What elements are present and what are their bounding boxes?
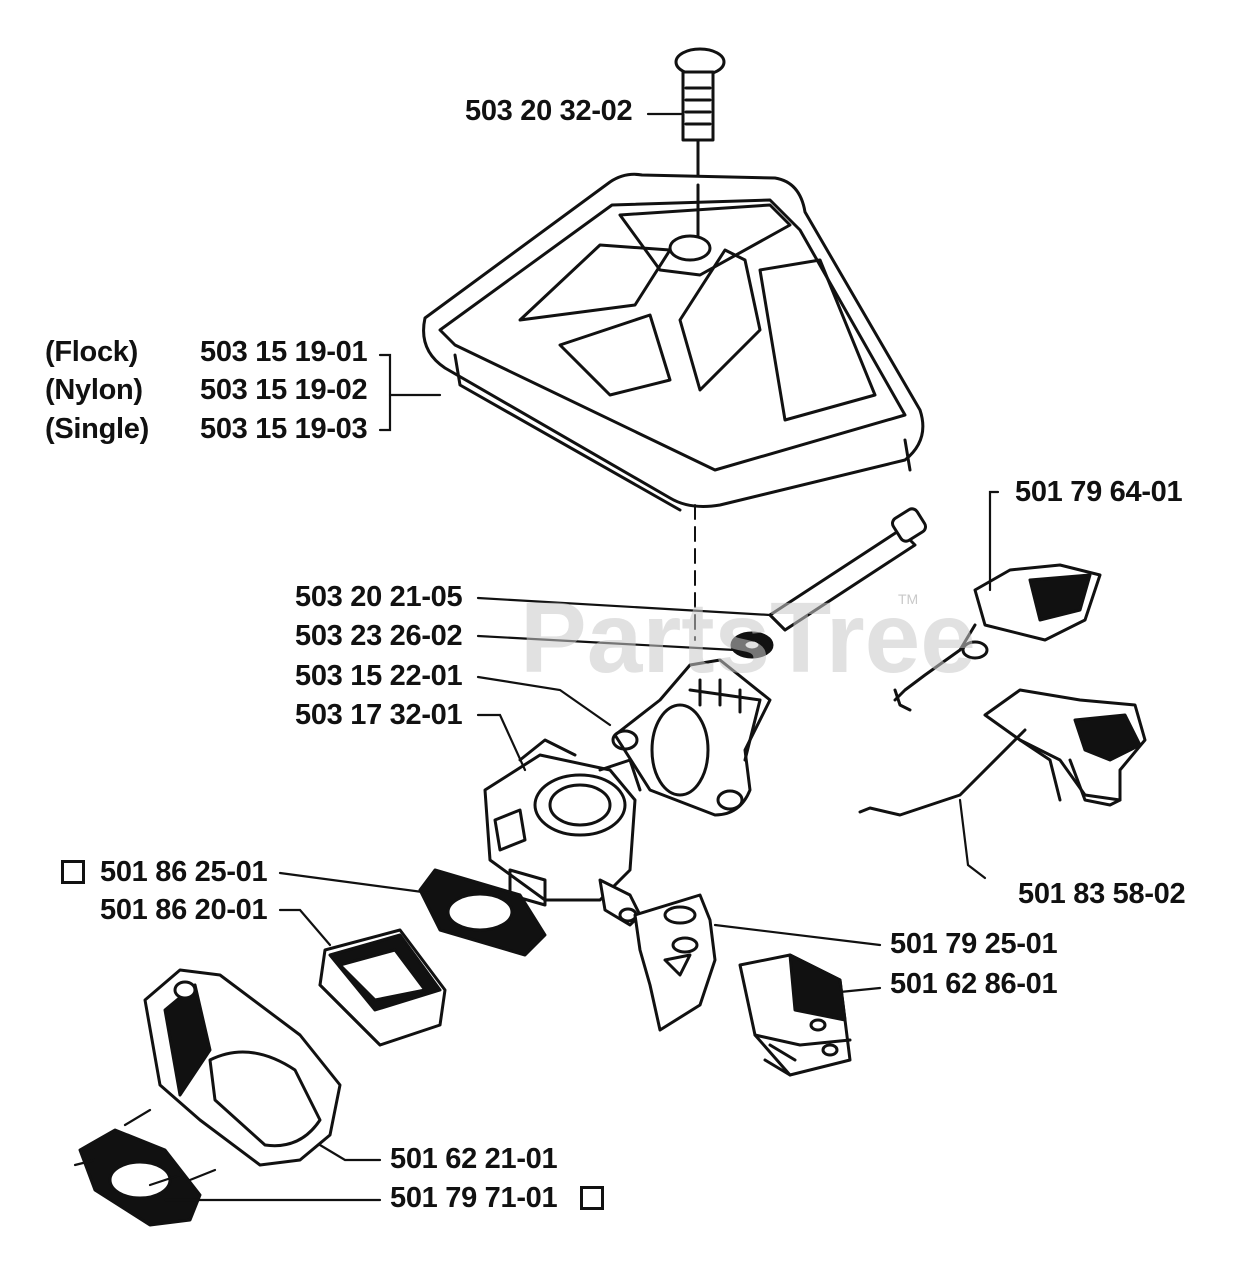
variant-label-single: (Single) [45, 413, 149, 445]
filter-element-drawing [318, 928, 447, 1047]
label-air-filter-flock: 503 15 19-01 [200, 336, 368, 368]
label-base-plate: 501 62 21-01 [390, 1143, 558, 1175]
label-air-filter-nylon: 503 15 19-02 [200, 374, 368, 406]
label-intake: 503 15 22-01 [295, 660, 463, 692]
choke-linkage-drawing [858, 688, 1147, 817]
bolt-drawing [768, 507, 927, 632]
label-small-gasket-boxed: 501 79 71-01 [390, 1182, 558, 1214]
leader-lines [73, 112, 1000, 1202]
heat-shield-drawing [633, 893, 717, 1032]
watermark-text: PartsTree [520, 582, 976, 694]
watermark-trademark: TM [898, 591, 919, 607]
label-heat-shield: 501 79 25-01 [890, 928, 1058, 960]
label-air-filter-single: 503 15 19-03 [200, 413, 368, 445]
label-choke-linkage: 501 83 58-02 [1018, 878, 1186, 910]
gasket-drawing [418, 868, 547, 957]
washer-drawing [730, 631, 774, 659]
label-bolt: 503 20 21-05 [295, 581, 463, 613]
label-insulator-block: 501 62 86-01 [890, 968, 1058, 1000]
small-gasket-drawing [78, 1128, 202, 1227]
boxed-marker-small-gasket [580, 1186, 604, 1210]
base-plate-drawing [143, 968, 342, 1167]
throttle-bracket-drawing [893, 563, 1102, 712]
label-carburetor: 503 17 32-01 [295, 699, 463, 731]
label-washer: 503 23 26-02 [295, 620, 463, 652]
air-filter-cover-drawing [422, 172, 925, 512]
label-throttle-bracket: 501 79 64-01 [1015, 476, 1183, 508]
label-gasket-boxed: 501 86 25-01 [100, 856, 268, 888]
variant-label-flock: (Flock) [45, 336, 138, 368]
boxed-marker-gasket [61, 860, 85, 884]
insulator-block-drawing [738, 953, 852, 1077]
label-filter-element: 501 86 20-01 [100, 894, 268, 926]
intake-manifold-drawing [611, 658, 772, 817]
carburetor-drawing [483, 738, 642, 927]
screw-drawing [674, 47, 726, 187]
label-screw: 503 20 32-02 [465, 95, 633, 127]
variant-label-nylon: (Nylon) [45, 374, 143, 406]
